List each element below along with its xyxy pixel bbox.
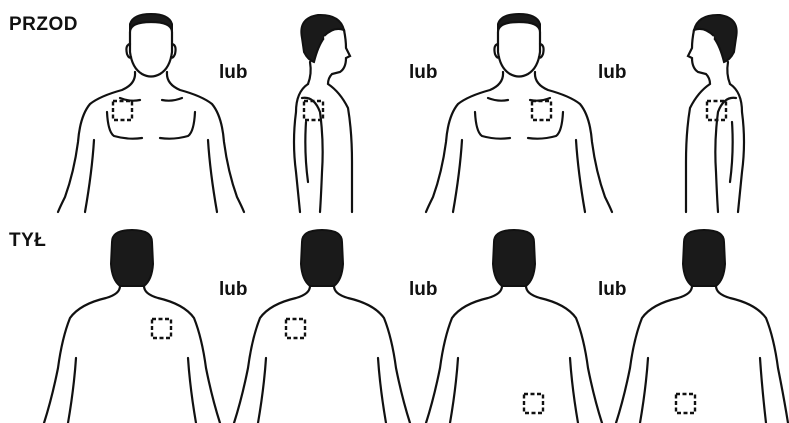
back-body-figure-1 bbox=[40, 228, 240, 423]
back-body-figure-2 bbox=[230, 228, 430, 423]
electrode-position-marker bbox=[286, 319, 305, 338]
electrode-position-marker bbox=[532, 101, 551, 120]
front-body-figure-1 bbox=[50, 12, 250, 217]
electrode-position-marker bbox=[113, 101, 132, 120]
side-body-figure-1 bbox=[258, 12, 398, 217]
electrode-position-marker bbox=[676, 394, 695, 413]
back-body-figure-4 bbox=[612, 228, 789, 423]
front-body-figure-2 bbox=[418, 12, 618, 217]
side-body-figure-2 bbox=[640, 12, 780, 217]
electrode-position-marker bbox=[152, 319, 171, 338]
back-body-figure-3 bbox=[422, 228, 622, 423]
electrode-position-marker bbox=[524, 394, 543, 413]
